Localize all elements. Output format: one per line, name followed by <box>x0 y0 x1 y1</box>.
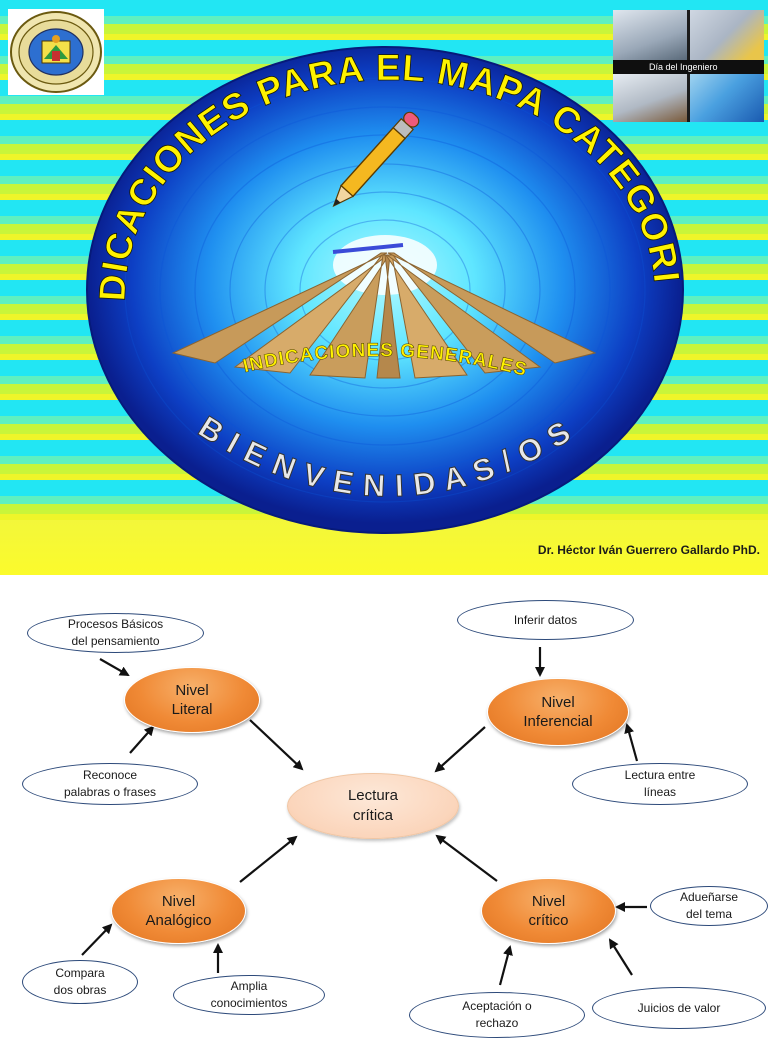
detail-procesos-basicos: Procesos Básicos del pensamiento <box>27 613 204 653</box>
photo-collage: Día del Ingeniero <box>613 10 764 122</box>
level-label-critico: Nivel crítico <box>528 893 569 929</box>
level-node-analogico: Nivel Analógico <box>111 878 246 944</box>
detail-juicios-de-valor: Juicios de valor <box>592 987 766 1029</box>
level-label-inferencial: Nivel Inferencial <box>523 694 593 730</box>
detail-aduenarse-del-tema-text: Adueñarse del tema <box>679 890 739 921</box>
university-seal <box>8 9 104 95</box>
detail-amplia-conocimientos: Amplia conocimientos <box>173 975 325 1015</box>
arrow-aceptacion-to-critico <box>498 945 513 986</box>
detail-reconoce-palabras: Reconoce palabras o frases <box>22 763 198 805</box>
concept-map-slide: Lectura crítica Nivel Literal Nivel Infe… <box>0 575 768 1038</box>
blueprint-photo <box>690 10 764 60</box>
arrow-inferencial-to-center <box>434 726 486 773</box>
seal-icon <box>10 11 102 93</box>
level-node-inferencial: Nivel Inferencial <box>487 678 629 746</box>
detail-procesos-basicos-text: Procesos Básicos del pensamiento <box>67 617 164 648</box>
collage-caption: Día del Ingeniero <box>613 60 764 74</box>
detail-compara-dos-obras: Compara dos obras <box>22 960 138 1004</box>
arrow-lectura-to-inferencial <box>624 723 639 762</box>
engineers-photo <box>613 10 687 60</box>
title-ellipse: INDICACIONES PARA EL MAPA CATEGORIAL IND… <box>85 45 685 534</box>
detail-juicios-de-valor-text: Juicios de valor <box>637 1000 721 1015</box>
detail-amplia-conocimientos-text: Amplia conocimientos <box>210 979 288 1010</box>
level-node-literal: Nivel Literal <box>124 667 260 733</box>
detail-inferir-datos-text: Inferir datos <box>513 612 578 627</box>
detail-compara-dos-obras-text: Compara dos obras <box>53 966 107 997</box>
center-label: Lectura crítica <box>347 787 399 824</box>
pencil-icon <box>332 111 420 208</box>
author-credit: Dr. Héctor Iván Guerrero Gallardo PhD. <box>537 543 760 557</box>
building-photo <box>690 74 764 122</box>
arrow-juicios-to-critico <box>608 938 633 976</box>
detail-reconoce-palabras-text: Reconoce palabras o frases <box>63 768 157 799</box>
connector-arrows <box>81 647 647 986</box>
team-photo <box>613 74 687 122</box>
detail-aceptacion-rechazo: Aceptación o rechazo <box>409 992 585 1038</box>
detail-lectura-entre-lineas-text: Lectura entre líneas <box>624 768 696 799</box>
detail-inferir-datos: Inferir datos <box>457 600 634 640</box>
arrow-analogico-to-center <box>239 835 298 883</box>
title-slide: INDICACIONES PARA EL MAPA CATEGORIAL IND… <box>0 0 768 575</box>
level-label-literal: Nivel Literal <box>171 682 213 718</box>
center-node-lectura-critica: Lectura crítica <box>287 773 459 839</box>
arrow-procesos-to-literal <box>99 658 130 676</box>
detail-lectura-entre-lineas: Lectura entre líneas <box>572 763 748 805</box>
detail-aduenarse-del-tema: Adueñarse del tema <box>650 886 768 926</box>
arrow-compara-to-analogico <box>81 923 113 956</box>
arrow-reconoce-to-literal <box>129 725 155 754</box>
wooden-fan-graphic <box>171 252 597 379</box>
arrow-literal-to-center <box>249 719 304 771</box>
level-node-critico: Nivel crítico <box>481 878 616 944</box>
level-label-analogico: Nivel Analógico <box>145 893 212 929</box>
detail-aceptacion-rechazo-text: Aceptación o rechazo <box>462 999 532 1030</box>
arrow-critico-to-center <box>435 834 498 882</box>
